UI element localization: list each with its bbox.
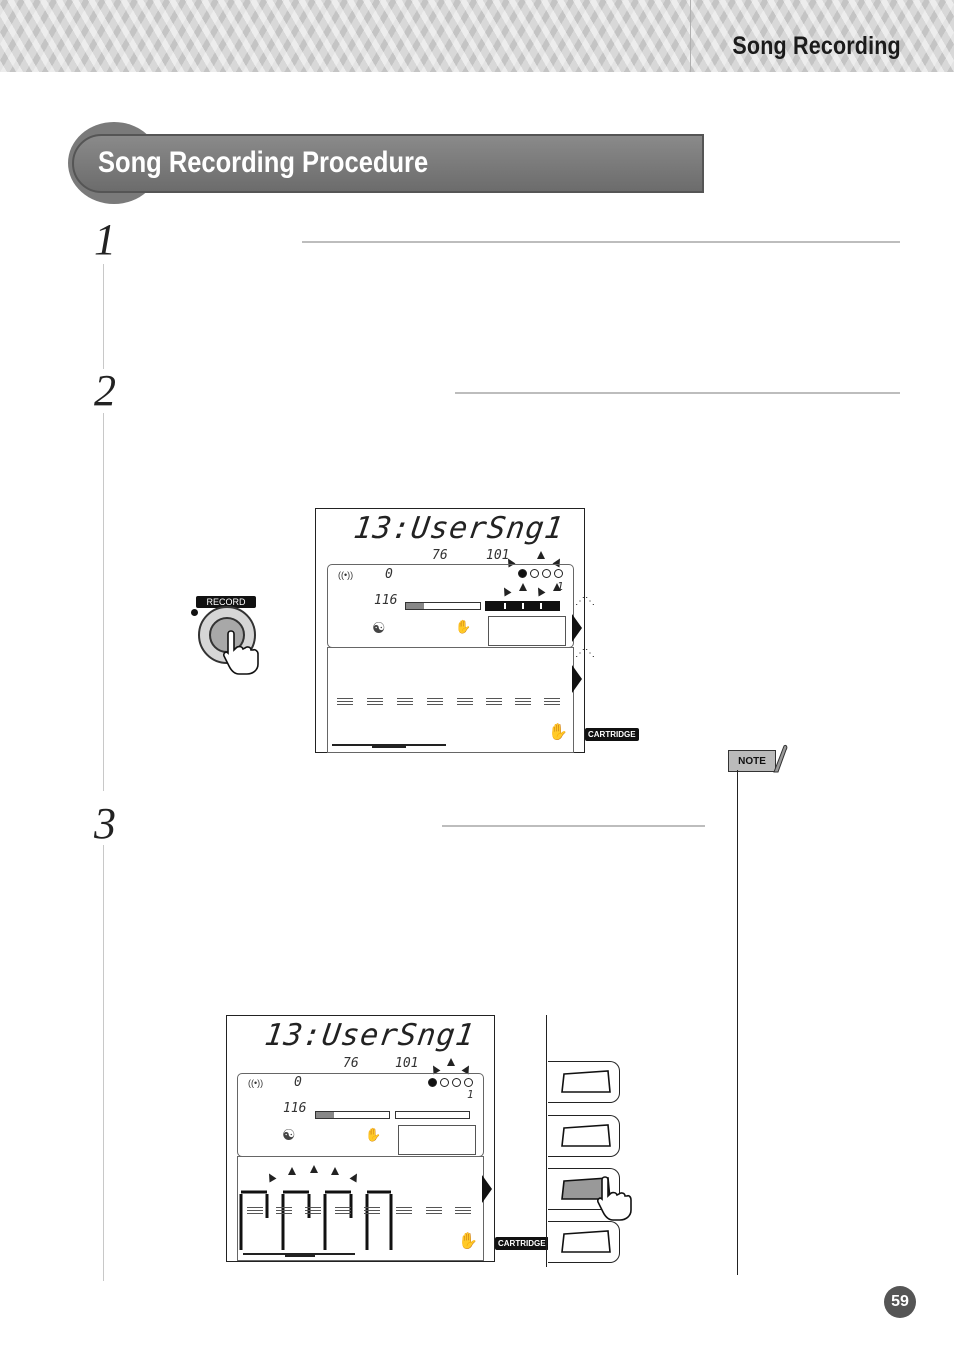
lcd-song-name: 13:UserSng1 (262, 1018, 478, 1053)
beat-marker-icon (537, 551, 545, 559)
cartridge-label: CARTRIDGE (585, 728, 639, 741)
hand-icon: ✋ (548, 724, 568, 741)
beat-dot (518, 569, 527, 578)
pointer-2 (572, 665, 582, 693)
step-number-3: 3 (94, 799, 116, 848)
step-3-line (103, 845, 104, 1281)
lcd-measure: 0 (294, 1075, 302, 1090)
lcd-measure: 0 (385, 567, 393, 582)
lcd-song-name: 13:UserSng1 (351, 511, 567, 546)
pressing-hand-icon (597, 1176, 632, 1221)
step-number-1: 1 (94, 215, 116, 264)
hand-icon: ✋ (458, 1233, 478, 1250)
track-level (457, 698, 473, 707)
lcd-beat-count: 1 (467, 1088, 474, 1101)
tempo-bar (405, 602, 481, 610)
hand-outline-icon: ✋ (365, 1127, 382, 1142)
beat-dot (464, 1078, 473, 1087)
lcd-underline-thick (285, 1253, 315, 1257)
beat-dot (452, 1078, 461, 1087)
record-led (191, 609, 198, 616)
track-level (335, 1207, 351, 1216)
record-label: RECORD (196, 596, 256, 608)
step-3-rule (442, 825, 705, 827)
page-number: 59 (884, 1286, 916, 1318)
track-level (427, 698, 443, 707)
lcd-value-a: 76 (432, 548, 448, 563)
track-marker-icon (519, 583, 527, 591)
section-bar (72, 134, 704, 193)
panel-button-1[interactable] (548, 1061, 620, 1103)
pressing-hand-icon (223, 630, 259, 675)
track-level (367, 698, 383, 707)
track-marker-icon (331, 1167, 339, 1175)
header-divider (690, 0, 691, 72)
lcd-track-panel (327, 647, 574, 753)
track-level (426, 1207, 442, 1216)
tempo-bar (315, 1111, 390, 1119)
beat-dot (428, 1078, 437, 1087)
lcd-info-box (398, 1125, 476, 1155)
lcd-underline-thick (372, 744, 406, 748)
track-level (276, 1207, 292, 1216)
track-level (305, 1207, 321, 1216)
track-marker-icon (288, 1167, 296, 1175)
cartridge-label: CARTRIDGE (495, 1237, 549, 1250)
track-bar (395, 1111, 470, 1119)
lcd-display-1: 13:UserSng1 76 101 ((•)) 0 1 116 ☯ ✋ ✋ (315, 508, 585, 753)
track-level (455, 1207, 471, 1216)
panel-edge (546, 1015, 547, 1267)
lcd-value-b: 101 (395, 1056, 419, 1071)
flash-icon: ⋰⋱ (575, 648, 595, 659)
step-1-line (103, 264, 104, 369)
note-tag: NOTE (728, 750, 776, 772)
hand-outline-icon: ✋ (455, 619, 472, 634)
header-band (0, 0, 954, 72)
track-level (364, 1207, 380, 1216)
lcd-tempo: 116 (374, 593, 398, 608)
metronome-icon: ((•)) (338, 570, 354, 580)
style-icon: ☯ (372, 620, 386, 637)
style-icon: ☯ (282, 1127, 296, 1144)
step-2-line (103, 413, 104, 791)
track-marker-icon (553, 583, 561, 591)
lcd-track-panel (237, 1156, 484, 1261)
metronome-icon: ((•)) (248, 1078, 264, 1088)
panel-button-4[interactable] (548, 1221, 620, 1263)
track-marker-icon (310, 1165, 318, 1173)
pointer-1 (572, 614, 582, 642)
beat-marker-icon (447, 1058, 455, 1066)
panel-button-2[interactable] (548, 1115, 620, 1157)
flash-icon: ⋰⋱ (575, 596, 595, 607)
beat-dot (530, 569, 539, 578)
lcd-tempo: 116 (283, 1101, 307, 1116)
beat-dot (440, 1078, 449, 1087)
track-level (544, 698, 560, 707)
track-level (247, 1207, 263, 1216)
section-title: Song Recording Procedure (98, 146, 429, 179)
step-number-2: 2 (94, 366, 116, 415)
beat-dot (542, 569, 551, 578)
lcd-info-box (488, 616, 566, 646)
note-line (737, 770, 738, 1275)
beat-dot (554, 569, 563, 578)
step-2-rule (455, 392, 900, 394)
segment-digits-icon (239, 1190, 393, 1250)
record-track-bar (485, 601, 560, 611)
chapter-title: Song Recording (732, 32, 901, 60)
track-level (396, 1207, 412, 1216)
lcd-value-a: 76 (343, 1056, 359, 1071)
note-curl-icon (773, 744, 788, 773)
pointer-3 (482, 1175, 492, 1203)
track-level (515, 698, 531, 707)
step-1-rule (302, 241, 900, 243)
track-level (337, 698, 353, 707)
track-level (486, 698, 502, 707)
lcd-display-2: 13:UserSng1 76 101 ((•)) 0 1 116 ☯ ✋ ✋ (226, 1015, 495, 1262)
track-level (397, 698, 413, 707)
lcd-value-b: 101 (486, 548, 510, 563)
